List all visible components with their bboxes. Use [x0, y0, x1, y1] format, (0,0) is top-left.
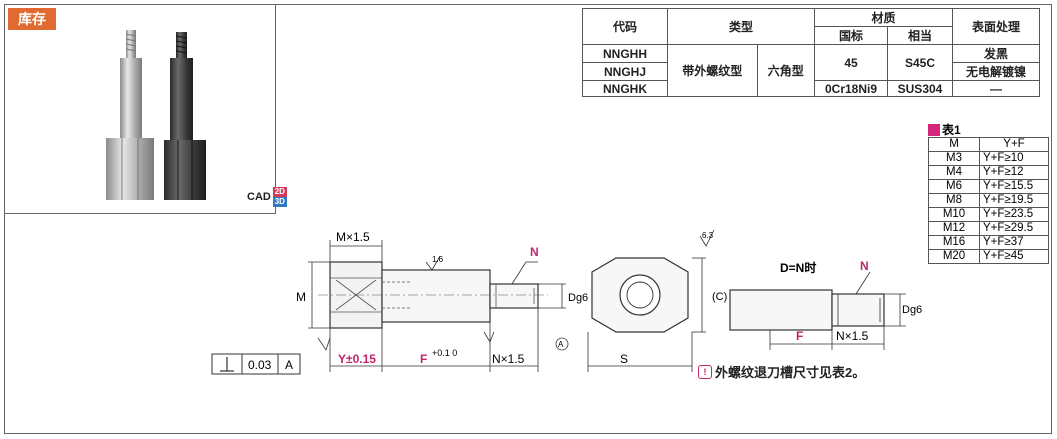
code-cell: NNGHJ — [582, 62, 668, 81]
dim-y-tol: Y±0.15 — [338, 352, 376, 366]
roughness-value: 1.6 — [432, 255, 444, 264]
cad-badge[interactable]: CAD 2D 3D — [247, 187, 287, 207]
dim-n: N — [530, 245, 539, 259]
gb-cell: 0Cr18Ni9 — [814, 80, 888, 97]
dim-dg6-2: Dg6 — [902, 304, 922, 316]
dim-m-x-15: M×1.5 — [336, 230, 370, 244]
table1-header-yf: Y+F — [979, 137, 1049, 152]
note: ! 外螺纹退刀槽尺寸见表2。 — [698, 362, 865, 381]
cad-3d-label: 3D — [272, 197, 287, 207]
dim-f: F — [420, 352, 427, 366]
cad-label: CAD — [247, 191, 271, 203]
spec-table: 代码 类型 材质 表面处理 国标 相当 NNGHH 带外螺纹型 六角型 45 S… — [582, 8, 1040, 97]
dim-n2: N — [860, 259, 869, 273]
tol-value: 0.03 — [248, 358, 272, 372]
table1-yf: Y+F≥15.5 — [979, 179, 1049, 194]
tol-ref: A — [285, 358, 293, 372]
table1-yf: Y+F≥45 — [979, 249, 1049, 264]
surface-cell: 无电解镀镍 — [952, 62, 1040, 81]
table1-m: M20 — [928, 249, 980, 264]
cad-2d-label: 2D — [272, 187, 287, 197]
code-cell: NNGHK — [582, 80, 668, 97]
dim-f2: F — [796, 329, 803, 343]
note-text: 外螺纹退刀槽尺寸见表2。 — [715, 365, 866, 380]
table1-title: 表1 — [928, 121, 961, 138]
dim-dg6: Dg6 — [568, 292, 588, 304]
dim-c: (C) — [712, 291, 727, 303]
d-eq-n-label: D=N时 — [780, 260, 816, 275]
table1-header: M Y+F — [928, 137, 1049, 152]
roughness-value-63: 6.3 — [702, 231, 714, 240]
datum-a: A — [558, 340, 564, 349]
page-frame — [4, 4, 1052, 434]
surface-cell: — — [952, 80, 1040, 97]
gb-cell: 45 — [814, 44, 888, 81]
dim-n-x-15: N×1.5 — [492, 352, 525, 366]
type-hex-cell: 六角型 — [756, 44, 816, 97]
info-icon: ! — [698, 364, 712, 379]
stock-badge: 库存 — [8, 8, 56, 30]
dim-m: M — [296, 290, 306, 304]
table1-m: M3 — [928, 151, 980, 166]
table1-yf: Y+F≥12 — [979, 165, 1049, 180]
header-code: 代码 — [582, 8, 668, 45]
header-type: 类型 — [667, 8, 815, 45]
type-thread-cell: 带外螺纹型 — [667, 44, 758, 97]
table1-title-text: 表1 — [942, 123, 961, 137]
photo-panel: 库存 CAD 2D 3D — [4, 4, 287, 214]
equiv-cell: S45C — [887, 44, 953, 81]
product-photo — [106, 30, 206, 200]
dim-f-tol: +0.1 0 — [432, 348, 457, 358]
dim-n-x-15-2: N×1.5 — [836, 329, 869, 343]
table1-marker — [928, 123, 940, 136]
dim-s: S — [620, 352, 628, 366]
equiv-cell: SUS304 — [887, 80, 953, 97]
table1-yf: Y+F≥29.5 — [979, 221, 1049, 236]
